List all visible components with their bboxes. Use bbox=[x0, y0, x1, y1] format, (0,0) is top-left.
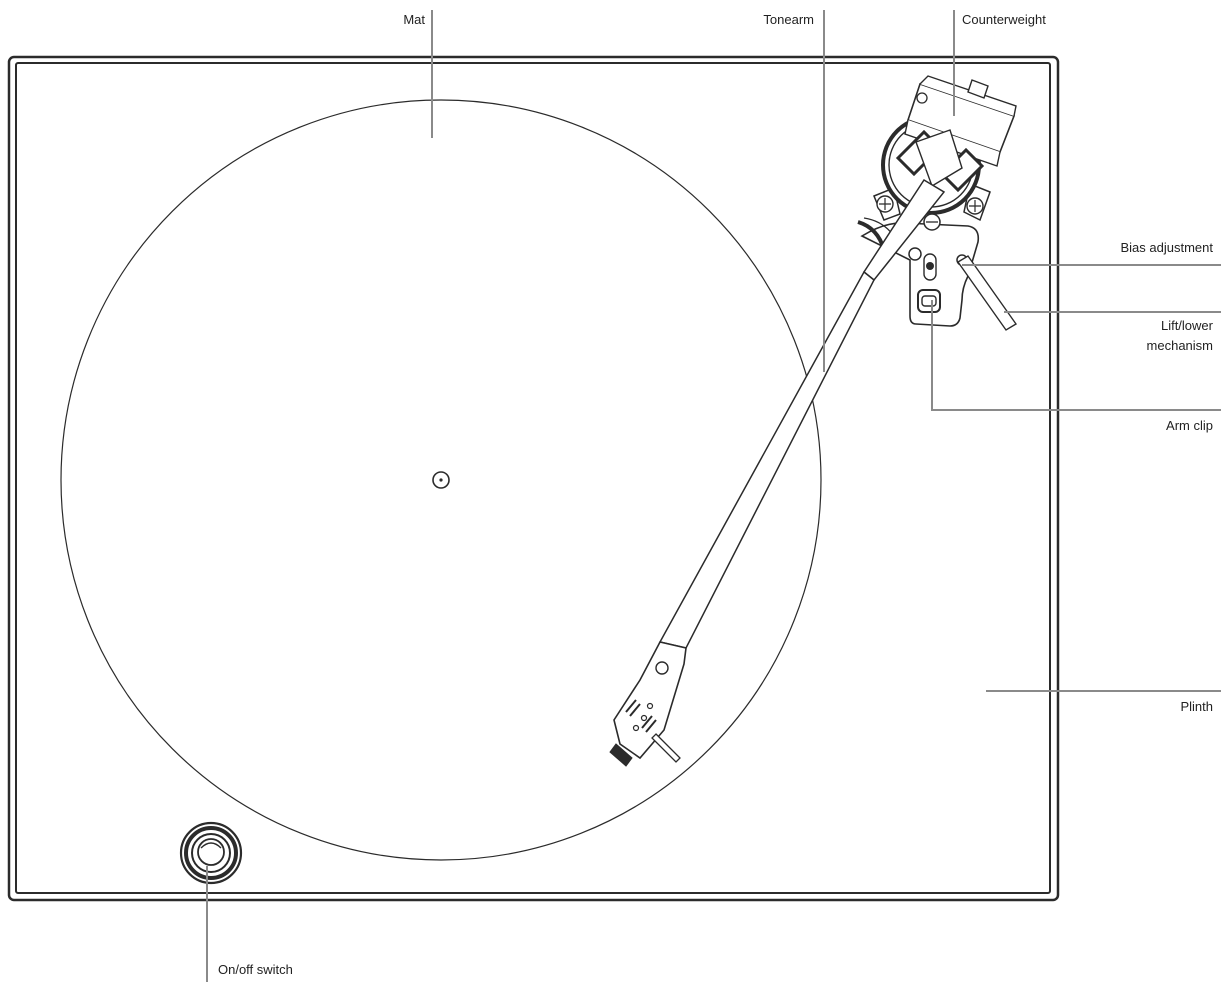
label-plinth: Plinth bbox=[1180, 699, 1213, 714]
mat bbox=[60, 99, 822, 861]
leader-lines bbox=[206, 10, 1221, 982]
label-bias-adjustment: Bias adjustment bbox=[1121, 240, 1214, 255]
label-mat: Mat bbox=[403, 12, 425, 27]
label-lift-lower-line2: mechanism bbox=[1147, 338, 1213, 353]
label-lift-lower-line1: Lift/lower bbox=[1161, 318, 1214, 333]
label-counterweight: Counterweight bbox=[962, 12, 1046, 27]
leader-arm-clip bbox=[931, 300, 1221, 411]
label-on-off-switch: On/off switch bbox=[218, 962, 293, 977]
spindle bbox=[432, 471, 450, 489]
tonearm bbox=[609, 75, 1018, 767]
labels: Mat Tonearm Counterweight Bias adjustmen… bbox=[218, 12, 1214, 977]
label-tonearm: Tonearm bbox=[763, 12, 814, 27]
plinth bbox=[7, 55, 1060, 902]
label-arm-clip: Arm clip bbox=[1166, 418, 1213, 433]
on-off-switch[interactable] bbox=[179, 821, 243, 885]
